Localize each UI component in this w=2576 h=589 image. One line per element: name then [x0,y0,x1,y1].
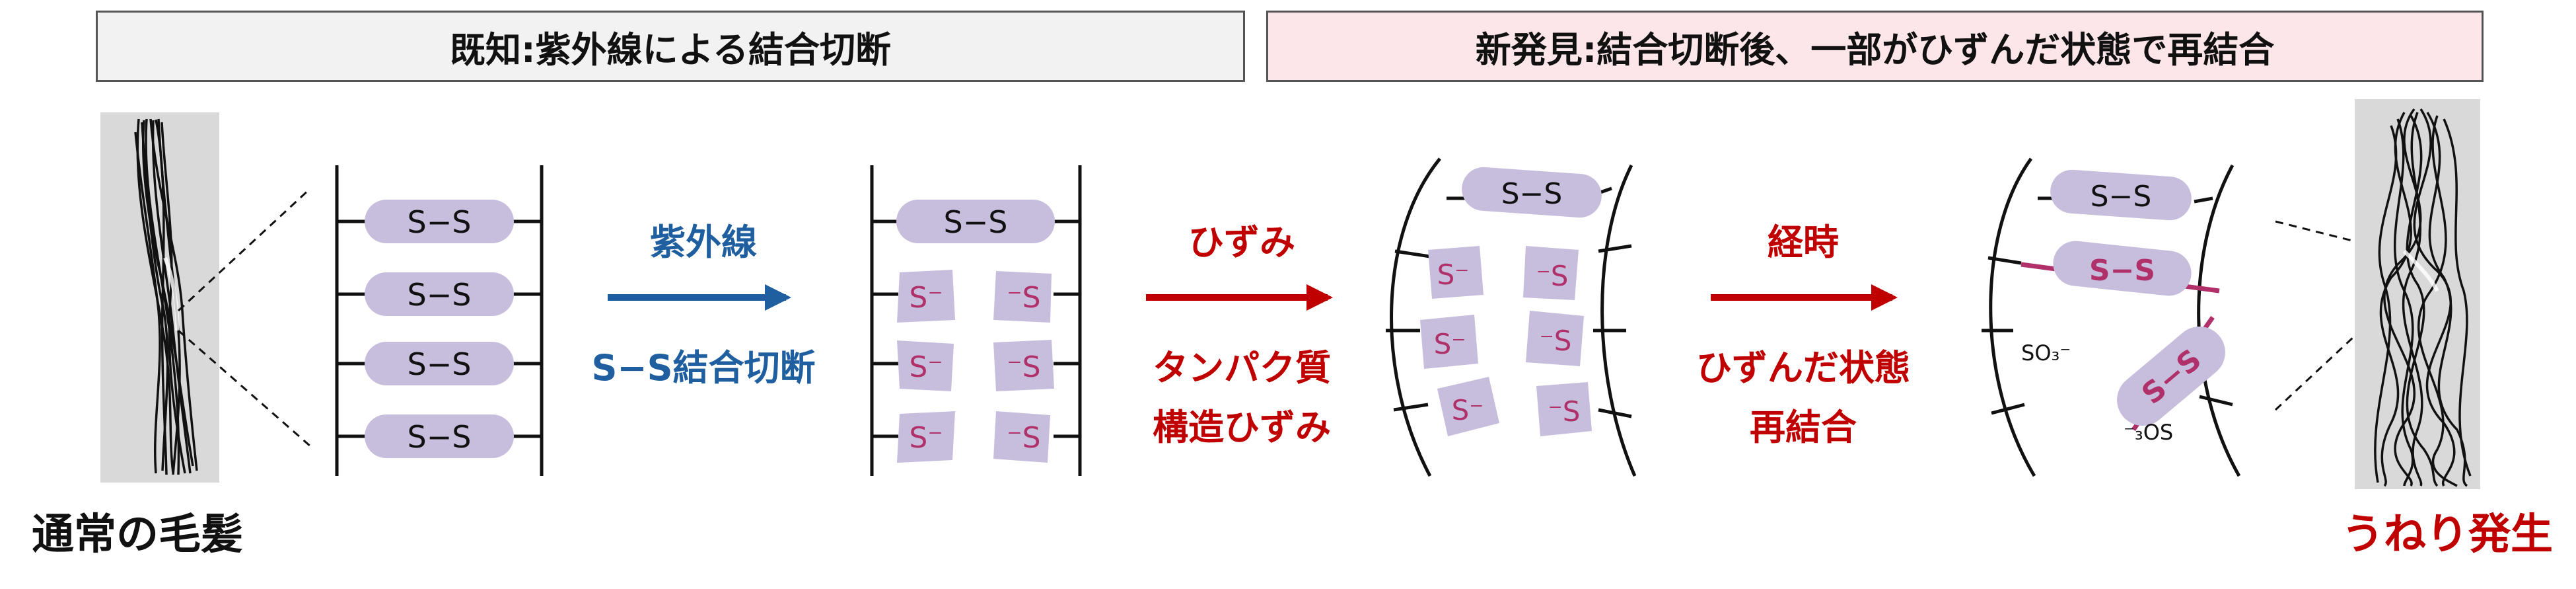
uv-label: 紫外線 [650,221,757,263]
thiolate-left: S⁻ [1437,258,1470,291]
rebond-label: 再結合 [1750,407,1857,448]
thiolate-right: ⁻S [1540,325,1572,357]
sulfonate-group: ⁻₃OS [2124,420,2173,445]
zoom-line-bottom [178,329,311,448]
normal-hair-image [100,112,219,483]
bond-label: S−S [408,204,472,240]
thiolate-left: S⁻ [909,421,943,455]
reformed-bond-label: S−S [2089,254,2155,288]
thiolate-left: S⁻ [909,281,943,315]
thiolate-right: ⁻S [1007,350,1040,384]
strained-bonds: S−S S⁻ ⁻S S⁻ ⁻S S⁻ ⁻S [1420,167,1602,436]
thiolate-left: S⁻ [909,350,943,384]
bond-label: S−S [408,419,472,455]
structure-strain-label: 構造ひずみ [1153,407,1331,448]
intact-bond-ladder [335,165,544,476]
hair-strands-wavy [2374,108,2472,487]
broken-bonds: S−S S⁻ ⁻S S⁻ ⁻S S⁻ ⁻S [896,200,1055,463]
thiolate-right: ⁻S [1548,395,1581,428]
disulfide-bonds-intact: S−S S−S S−S S−S [365,200,514,458]
strain-label: ひずみ [1188,221,1295,263]
sulfonate-group: SO₃⁻ [2021,340,2071,366]
zoom-line-bottom-right [2274,273,2422,411]
bond-label: S−S [1501,177,1563,211]
bond-label: S−S [944,204,1008,240]
known-header: 既知:紫外線による結合切断 [96,11,1245,82]
time-label: 経時 [1768,221,1839,263]
thiolate-right: ⁻S [1007,281,1040,315]
normal-hair-label: 通常の毛髪 [32,510,243,559]
wavy-hair-label: うねり発生 [2342,510,2553,559]
wavy-hair-image [2355,99,2480,489]
bond-label: S−S [2091,180,2152,214]
new-discovery-header: 新発見:結合切断後、一部がひずんだ状態で再結合 [1266,11,2484,82]
thiolate-right: ⁻S [1536,260,1569,292]
protein-label: タンパク質 [1153,347,1331,389]
strained-structure [1386,157,1637,477]
strained-state-label: ひずんだ状態 [1696,347,1910,389]
rebonded-bonds: S−S S−S S−S SO₃⁻ ⁻₃OS [2021,169,2225,445]
thiolate-right: ⁻S [1007,421,1040,455]
bond-label: S−S [408,346,472,382]
thiolate-left: S⁻ [1434,328,1466,360]
zoom-line-top [177,187,312,312]
thiolate-left: S⁻ [1452,394,1484,426]
bond-label: S−S [408,277,472,313]
broken-bond-ladder [870,165,1082,476]
zoom-line-top-right [2275,220,2421,259]
bond-cleavage-label: S−S結合切断 [591,347,815,389]
hair-strands-straight [134,118,198,475]
rebonded-structure [1982,157,2241,477]
